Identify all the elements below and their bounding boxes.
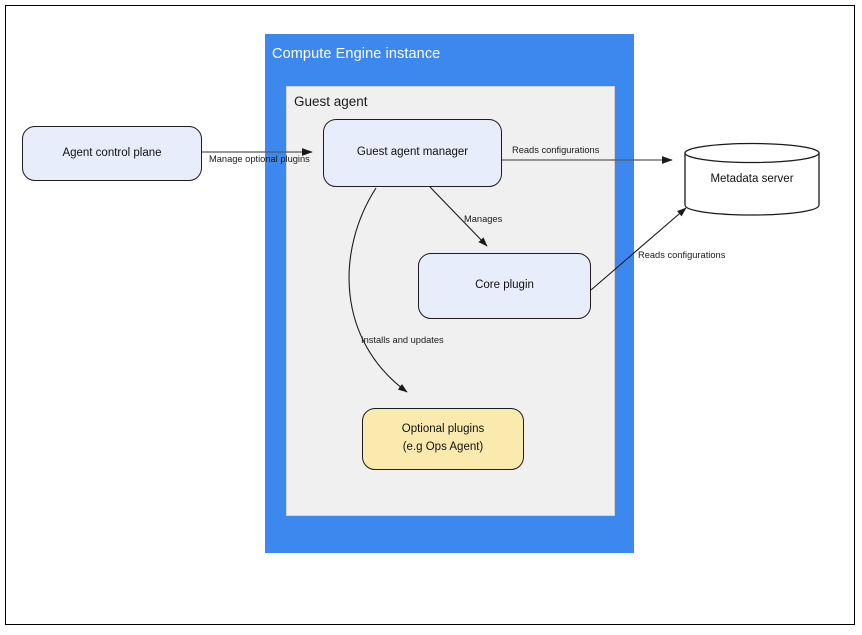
cylinder-shape [684, 142, 820, 216]
container-guest-agent-label: Guest agent [294, 94, 368, 109]
node-agent-control-plane[interactable]: Agent control plane [22, 126, 202, 181]
edge-installs-and-updates [348, 187, 408, 393]
node-agent-control-plane-label: Agent control plane [62, 146, 162, 159]
node-metadata-server[interactable]: Metadata server [684, 142, 820, 216]
node-metadata-server-label: Metadata server [710, 173, 794, 185]
edge-label-reads-configurations-manager: Reads configurations [512, 145, 600, 155]
node-optional-plugins[interactable]: Optional plugins (e.g Ops Agent) [362, 408, 524, 470]
node-guest-agent-manager-label: Guest agent manager [356, 146, 469, 159]
edge-label-manage-optional-plugins: Manage optional plugins [209, 154, 310, 164]
edge-manages [429, 186, 488, 247]
edge-label-manages: Manages [464, 214, 503, 224]
node-core-plugin[interactable]: Core plugin [418, 253, 591, 319]
edge-label-reads-configurations-core: Reads configurations [638, 250, 726, 260]
node-optional-plugins-label-line2: (e.g Ops Agent) [402, 441, 484, 453]
node-core-plugin-label: Core plugin [475, 279, 534, 292]
node-optional-plugins-label-line1: Optional plugins [401, 423, 485, 436]
edge-reads-configurations-core [590, 207, 687, 291]
edge-label-installs-and-updates: Installs and updates [361, 335, 444, 345]
node-guest-agent-manager[interactable]: Guest agent manager [323, 119, 502, 187]
container-compute-engine-instance-label: Compute Engine instance [272, 46, 441, 62]
